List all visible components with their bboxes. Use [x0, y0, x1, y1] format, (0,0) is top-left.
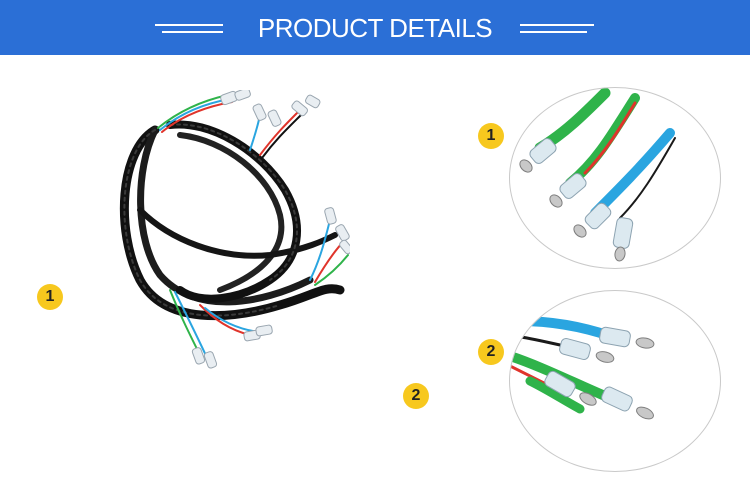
bullet-connector-closeup-icon — [519, 88, 676, 262]
header-banner: PRODUCT DETAILS — [0, 0, 750, 55]
header-decoration-line — [162, 31, 223, 33]
detail-1-closeup — [509, 87, 721, 269]
bullet-connector-closeup-icon — [510, 316, 655, 420]
badge-product: 1 — [37, 284, 63, 310]
header-decoration-line — [520, 24, 594, 26]
wire-harness-icon — [119, 90, 350, 369]
header-decoration-line — [155, 24, 223, 26]
detail-2-closeup — [509, 290, 721, 472]
badge-standalone: 2 — [403, 383, 429, 409]
badge-detail-1: 1 — [478, 123, 504, 149]
badge-detail-2: 2 — [478, 339, 504, 365]
header-decoration-line — [520, 31, 587, 33]
wire-harness-image — [110, 90, 350, 380]
page-title: PRODUCT DETAILS — [257, 13, 493, 43]
